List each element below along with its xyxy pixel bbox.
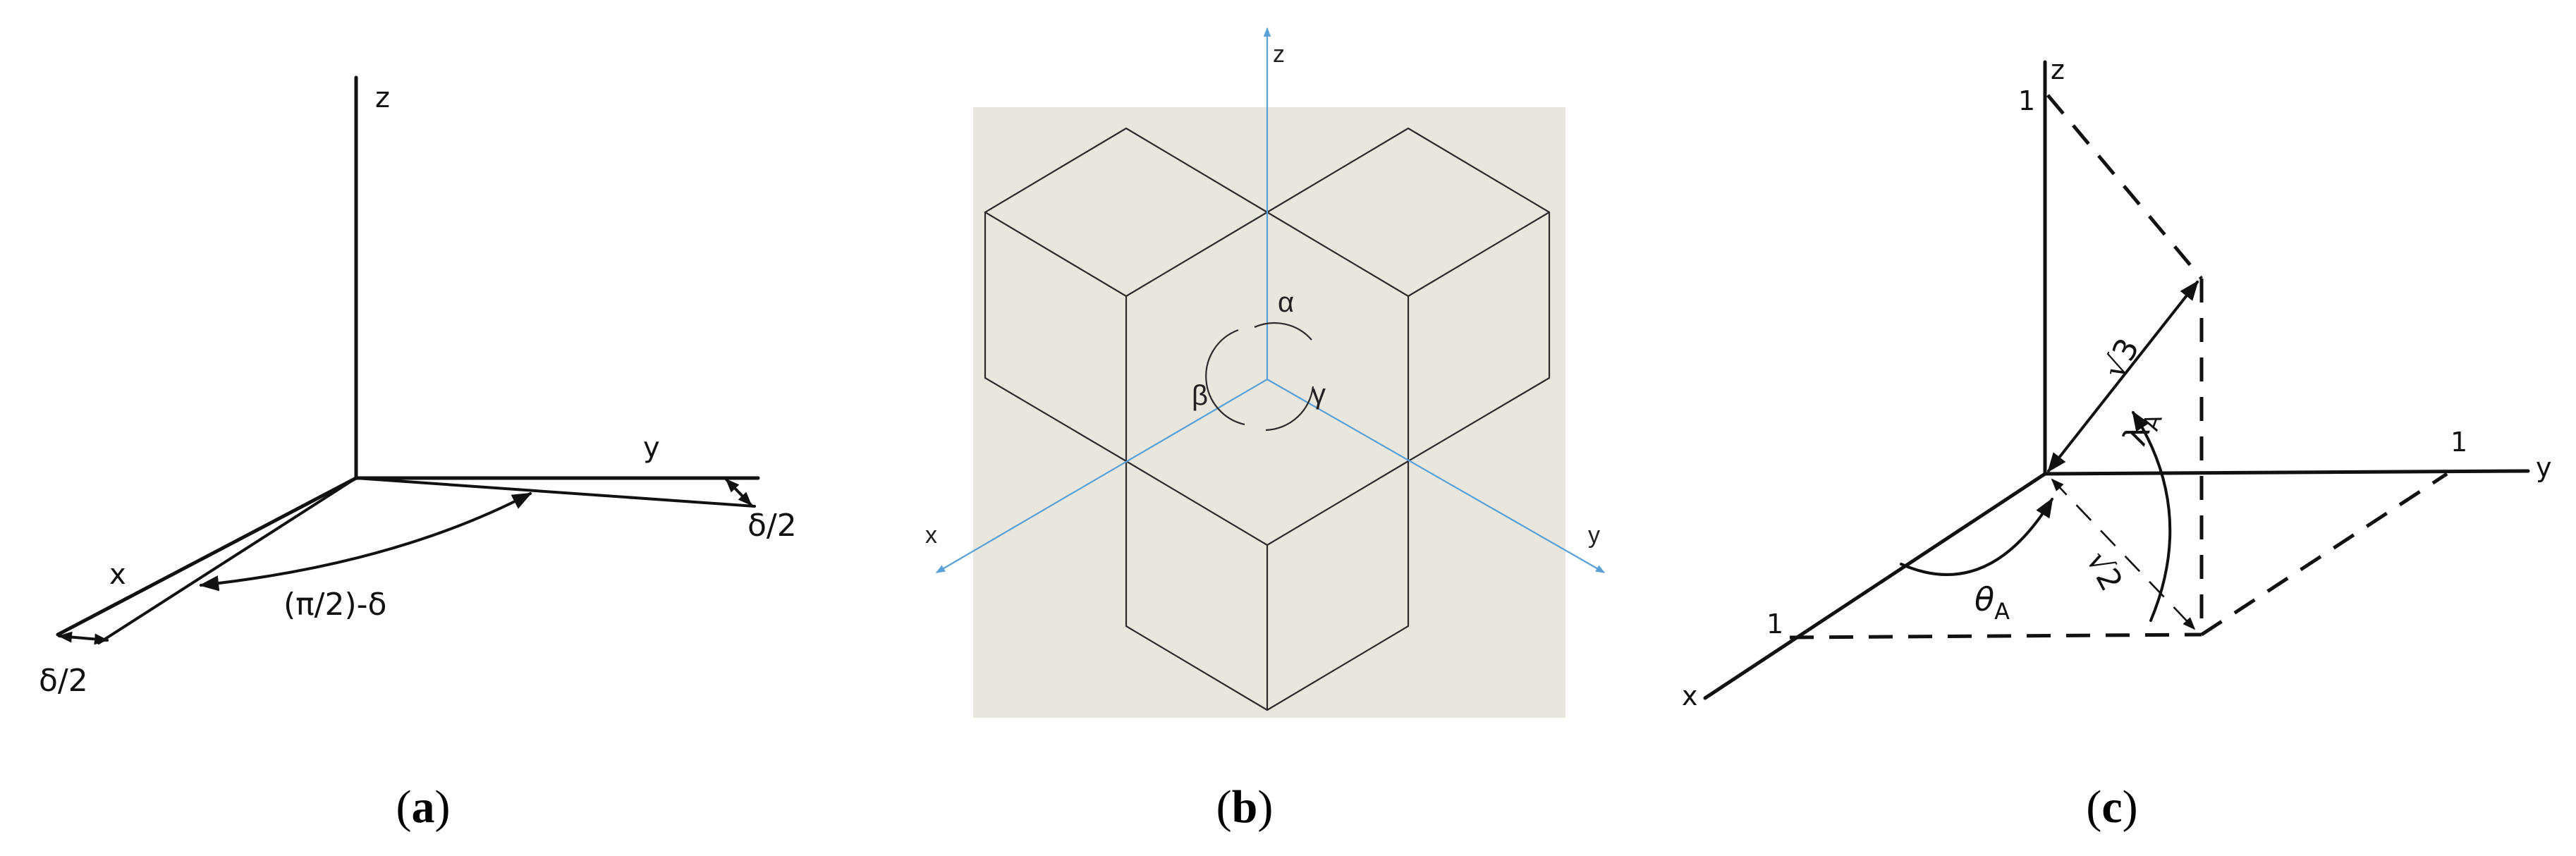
panel-b-y-axis [1266,379,1606,573]
panel-b-background [973,107,1565,718]
panel-a-caption: (a) [396,781,451,833]
panel-b-caption: (b) [1216,781,1274,833]
panel-c-tick-y-label: 1 [2450,427,2467,458]
lambda-label: λA [2116,405,2168,452]
angle-alpha-label: α [1278,287,1294,318]
sqrt2-label: √2 [2079,545,2129,597]
panel-b-x-axis [935,379,1268,573]
panel-a-delta-y-arrow [725,478,752,506]
sqrt3-label: √3 [2096,333,2147,384]
panel-a-delta-x-arrow [58,631,109,645]
panel-c-tick-z-label: 1 [2018,85,2035,116]
panel-a-angle-label: (π/2)-δ [283,587,386,623]
dashed-corner-to-y [2200,472,2448,637]
panel-b-z-label: z [1273,41,1285,68]
panel-a: z y x (π/2)-δ δ/2 δ/2 (a) [39,75,797,833]
angle-gamma-arc [1265,386,1314,432]
panel-b-y-label: y [1588,522,1600,549]
angle-beta-label: β [1192,380,1208,411]
right-cube-outer-edges [1408,212,1551,462]
panel-a-delta-y-label: δ/2 [747,508,797,544]
panel-a-z-label: z [375,82,390,114]
panel-c-z-label: z [2051,54,2065,85]
panel-c: z y x 1 1 1 √3 √2 λA θA (c) [1682,54,2552,833]
panel-c-y-axis [2043,469,2530,476]
left-cube-outer-edges [984,212,1127,462]
theta-label: θA [1974,580,2010,625]
panel-b: z x y α β γ (b) [925,27,1606,833]
angle-alpha-arc [1254,322,1312,341]
panel-a-delta-x-label: δ/2 [39,663,88,699]
panel-c-y-label: y [2536,452,2552,483]
lambda-angle-arc [2132,410,2172,622]
panel-a-rotated-y-axis [355,477,756,508]
theta-angle-arc [1900,497,2053,576]
sqrt3-diagonal-arrow [2047,280,2199,473]
panel-c-x-axis [1703,472,2047,700]
panel-c-tick-x-label: 1 [1766,609,1783,640]
sqrt2-floor-diagonal-arrow [2051,478,2196,630]
angle-beta-arc [1205,329,1245,426]
dashed-x-to-corner [1789,632,2202,640]
panel-c-caption: (c) [2086,781,2137,833]
panel-a-x-label: x [109,558,126,591]
panel-a-angle-arc [199,492,532,592]
panel-c-x-label: x [1682,680,1698,711]
panel-b-x-label: x [925,522,937,549]
panel-a-y-label: y [643,432,660,464]
angle-gamma-label: γ [1312,379,1326,410]
dashed-z-to-top [2046,94,2203,280]
